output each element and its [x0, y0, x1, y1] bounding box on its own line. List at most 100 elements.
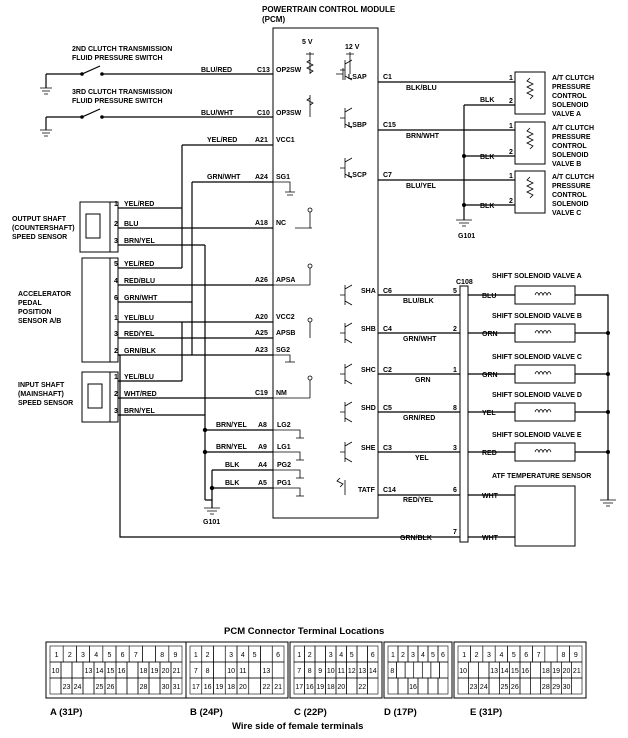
output-shaft-speed-sensor: OUTPUT SHAFT (COUNTERSHAFT) SPEED SENSOR… — [12, 201, 205, 253]
terminal-cell — [421, 661, 432, 679]
shift-wire-2: RED — [482, 450, 497, 457]
atf-temperature-sensor: ATF TEMPERATURE SENSOR TATF C14 RED/YEL … — [118, 354, 591, 547]
lsap-name: VALVE A — [552, 111, 581, 118]
terminal-cell — [248, 677, 261, 695]
connector-section-title: PCM Connector Terminal Locations — [224, 626, 384, 637]
terminal-cell — [488, 677, 500, 695]
terminal-cell — [396, 661, 406, 679]
pcm-5v-label: 5 V — [302, 39, 313, 46]
pcm-module: POWERTRAIN CONTROL MODULE (PCM) 5 V 12 V — [262, 5, 396, 519]
terminal-cell — [260, 645, 273, 663]
terminal-number: 10 — [227, 668, 235, 675]
terminal-number: 16 — [409, 684, 417, 691]
terminal-number: 3 — [81, 652, 85, 659]
terminal-cell — [530, 661, 541, 679]
terminal-number: 15 — [107, 668, 115, 675]
terminal-cell — [387, 677, 399, 695]
sg2-signal: SG2 — [276, 347, 290, 354]
terminal-number: 20 — [563, 668, 571, 675]
output-sensor-pin: 2 — [114, 221, 118, 228]
terminal-number: 6 — [441, 652, 445, 659]
apsa-signal: APSA — [276, 277, 295, 284]
aps-pin: 6 — [114, 295, 118, 302]
output-sensor-wire: BRN/YEL — [124, 238, 155, 245]
terminal-number: 18 — [327, 684, 335, 691]
shift-wire-2: BLU — [482, 293, 496, 300]
terminal-cell — [346, 677, 358, 695]
terminal-number: 2 — [308, 652, 312, 659]
shift-signal: SHC — [361, 367, 376, 374]
c108-label: C108 — [456, 279, 473, 286]
terminal-number: 31 — [173, 684, 181, 691]
terminal-number: 5 — [431, 652, 435, 659]
terminal-cell — [126, 661, 139, 679]
ground-wire: BLK — [225, 480, 239, 487]
lsap-pin: C1 — [383, 74, 392, 81]
input-sensor-wire: YEL/BLU — [124, 374, 154, 381]
pcm-abbr: (PCM) — [262, 15, 285, 24]
shift-signal: SHB — [361, 326, 376, 333]
terminal-cell — [457, 677, 469, 695]
connector-b-label: B (24P) — [190, 707, 223, 718]
c108-pin: 2 — [453, 326, 457, 333]
c108-pin: 5 — [453, 288, 457, 295]
atf-c108-pin-2: 7 — [453, 529, 457, 536]
terminal-number: 13 — [85, 668, 93, 675]
lsbp-name: SOLENOID — [552, 152, 589, 159]
aps-wire: YEL/BLU — [124, 315, 154, 322]
lsbp-name: CONTROL — [552, 143, 587, 150]
terminal-number: 21 — [173, 668, 181, 675]
terminal-cell — [213, 661, 226, 679]
terminal-number: 25 — [96, 684, 104, 691]
terminal-cell — [148, 677, 161, 695]
terminal-cell — [571, 677, 583, 695]
shift-wire: GRN — [415, 377, 431, 384]
pcm-ground-circuits: G101 BRN/YEL BRN/YEL BLK BLK A8 A9 A4 A5… — [202, 245, 304, 526]
terminal-number: 14 — [96, 668, 104, 675]
terminal-number: 13 — [262, 668, 270, 675]
input-sensor-pin: 2 — [114, 391, 118, 398]
nm-pin: C19 — [255, 390, 268, 397]
aps-label-2: PEDAL — [18, 300, 42, 307]
input-sensor-pin: 1 — [114, 374, 118, 381]
lsbp-pin: C15 — [383, 122, 396, 129]
terminal-number: 2 — [206, 652, 210, 659]
aps-pin: 3 — [114, 331, 118, 338]
terminal-number: 1 — [297, 652, 301, 659]
terminal-number: 10 — [52, 668, 60, 675]
aps-pin: 2 — [114, 348, 118, 355]
shift-pin: C3 — [383, 445, 392, 452]
terminal-number: 21 — [573, 668, 581, 675]
c108-pin: 8 — [453, 405, 457, 412]
atf-ground-wire: GRN/BLK — [400, 535, 432, 542]
terminal-number: 3 — [329, 652, 333, 659]
vcc1-circuit: YEL/RED A21 VCC1 — [181, 137, 295, 268]
terminal-number: 18 — [140, 668, 148, 675]
clutch-pressure-solenoids: LSAP C1 BLK/BLU LSBP C15 BRN/WHT LSCP C7… — [336, 52, 594, 240]
terminal-cell — [82, 677, 95, 695]
shift-wire: BLU/BLK — [403, 298, 434, 305]
nc-pin: A18 — [255, 220, 268, 227]
terminal-number: 6 — [524, 652, 528, 659]
pcm-title: POWERTRAIN CONTROL MODULE — [262, 5, 396, 14]
terminal-number: 7 — [134, 652, 138, 659]
atf-wire-2: WHT — [482, 493, 499, 500]
nc-circuit: A18 NC — [140, 207, 313, 229]
terminal-number: 17 — [192, 684, 200, 691]
terminal-cell — [314, 645, 326, 663]
ground-wire: BRN/YEL — [216, 444, 247, 451]
terminal-number: 20 — [337, 684, 345, 691]
atf-signal: TATF — [358, 487, 376, 494]
c108-pin: 3 — [453, 445, 457, 452]
terminal-number: 19 — [151, 668, 159, 675]
lsap-ground-wire: BLK — [480, 97, 494, 104]
aps-label-3: POSITION — [18, 309, 51, 316]
connector-d-label: D (17P) — [384, 707, 417, 718]
terminal-number: 15 — [511, 668, 519, 675]
terminal-number: 14 — [501, 668, 509, 675]
